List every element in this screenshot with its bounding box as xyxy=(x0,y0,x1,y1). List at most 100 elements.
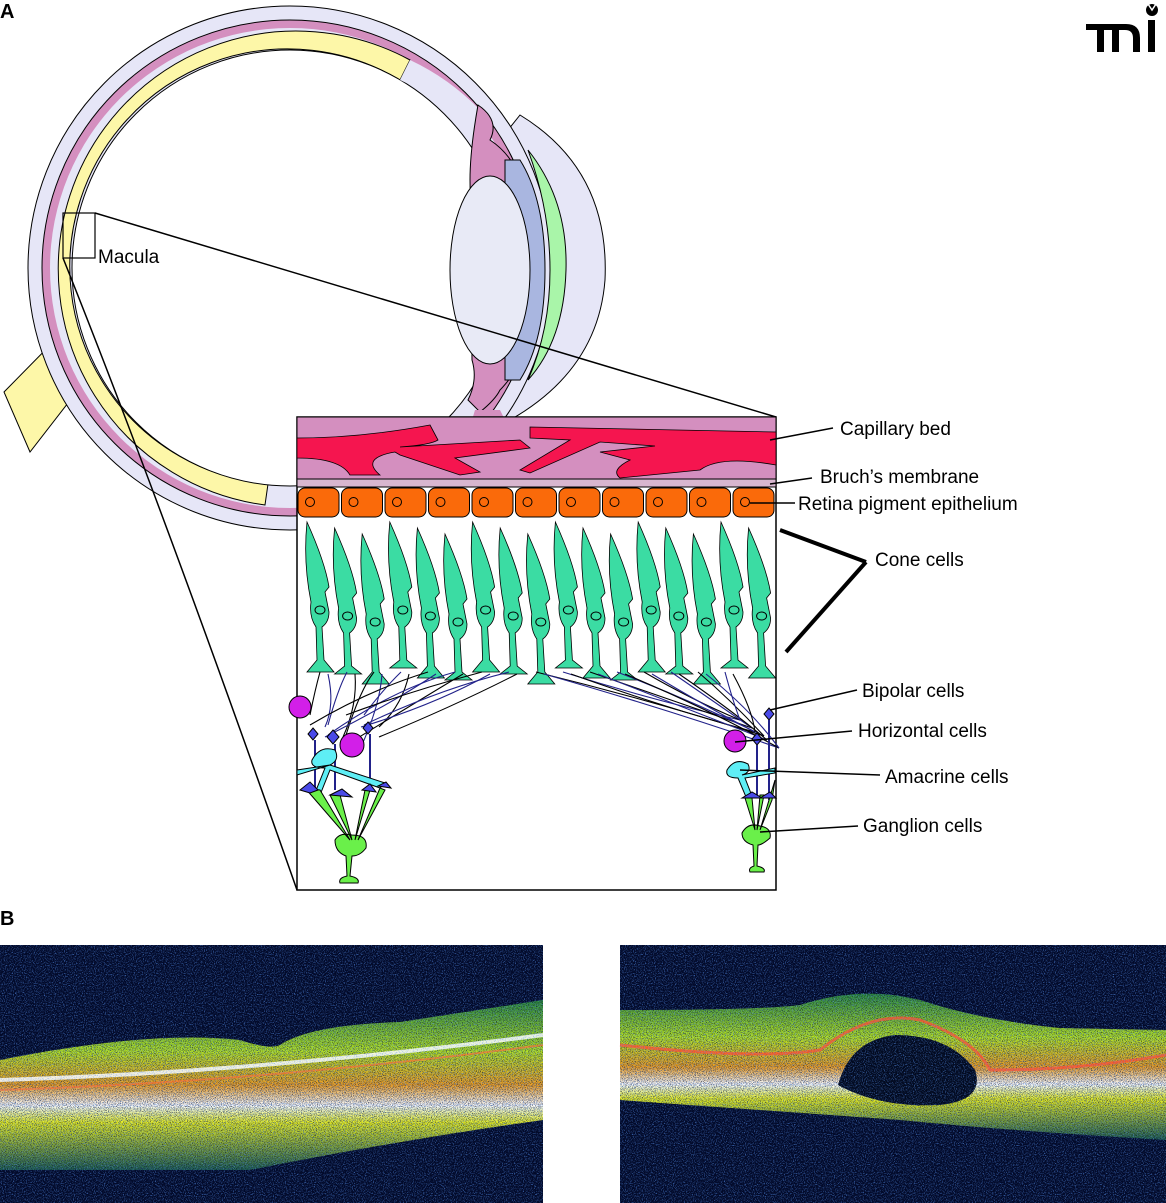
macula-label: Macula xyxy=(98,247,160,268)
rpe-cell xyxy=(558,487,601,518)
panel-label-b: B xyxy=(0,908,14,930)
cone-cell xyxy=(332,526,363,675)
cone-nucleus xyxy=(618,617,630,627)
neural-fiber xyxy=(724,671,741,721)
rpe-nucleus xyxy=(609,497,620,507)
rpe-nucleus xyxy=(305,497,315,507)
rpe-cell xyxy=(602,487,644,518)
neural-connections xyxy=(309,671,780,749)
neural-fiber xyxy=(705,673,780,749)
cone-cell xyxy=(415,526,446,679)
cone-cell xyxy=(719,520,750,669)
cone-nucleus xyxy=(507,611,519,621)
cone-cell xyxy=(746,526,777,679)
neural-fiber xyxy=(670,671,753,729)
cone-nucleus xyxy=(535,617,547,627)
neural-fiber xyxy=(360,673,383,748)
neural-fiber xyxy=(651,673,756,733)
rpe-cell xyxy=(428,487,470,518)
label-capillary-bed: Capillary bed xyxy=(840,419,951,440)
oct-scan-lesion xyxy=(619,945,1166,1203)
neural-fiber xyxy=(327,671,456,736)
neural-fiber xyxy=(543,673,780,749)
cone-cell xyxy=(388,520,418,669)
neural-fiber xyxy=(309,671,321,716)
cone-cell xyxy=(470,520,501,673)
cone-nucleus xyxy=(645,605,657,615)
cone-cell xyxy=(608,532,639,681)
rpe-nucleus xyxy=(348,497,359,507)
neural-fiber xyxy=(378,673,518,738)
cone-cell xyxy=(636,520,667,673)
label-amacrine-cells: Amacrine cells xyxy=(885,767,1009,788)
rpe-nucleus xyxy=(522,497,533,507)
label-rpe: Retina pigment epithelium xyxy=(798,494,1018,515)
cone-nucleus xyxy=(397,605,409,615)
bruchs-membrane-layer xyxy=(296,478,777,488)
ganglion-cell xyxy=(741,779,776,873)
retina-layer xyxy=(57,30,411,506)
cone-nucleus xyxy=(756,611,768,621)
rpe-nucleus xyxy=(696,497,707,507)
rpe-nucleus xyxy=(566,497,576,507)
neural-fiber xyxy=(363,671,510,726)
neural-fiber xyxy=(342,673,356,738)
lens xyxy=(449,175,531,365)
neural-fiber xyxy=(570,673,756,733)
rpe-nucleus xyxy=(479,497,489,507)
cone-nucleus xyxy=(700,617,712,627)
rpe-nucleus xyxy=(435,497,446,507)
cone-cells xyxy=(305,520,777,685)
neural-fiber xyxy=(345,671,483,716)
rpe-cell xyxy=(341,487,383,518)
cone-nucleus xyxy=(480,605,492,615)
cone-nucleus xyxy=(728,605,740,615)
label-bipolar-cells: Bipolar cells xyxy=(862,681,964,702)
cone-nucleus xyxy=(590,611,602,621)
label-bruchs-membrane: Bruch’s membrane xyxy=(820,467,979,488)
rpe-cell xyxy=(689,487,731,518)
panel-label-a: A xyxy=(0,1,14,23)
aqueous xyxy=(527,149,567,381)
amacrine-cell xyxy=(726,761,776,798)
cone-nucleus xyxy=(369,617,381,627)
cone-cell xyxy=(498,526,529,675)
rpe-cell xyxy=(471,487,514,518)
cone-cell xyxy=(691,532,722,685)
retina-detail xyxy=(288,416,780,891)
cone-nucleus xyxy=(452,617,464,627)
neural-fiber xyxy=(363,671,402,716)
left-cell-cluster xyxy=(288,695,393,884)
logo xyxy=(1086,3,1158,52)
label-horizontal-cells: Horizontal cells xyxy=(858,721,987,742)
rpe-cell xyxy=(645,487,688,518)
amacrine-cell xyxy=(296,748,386,796)
rpe-cell xyxy=(384,487,427,518)
cone-nucleus xyxy=(424,611,436,621)
ganglion-cell xyxy=(303,787,386,884)
cone-cell xyxy=(553,520,584,669)
label-cone-cells: Cone cells xyxy=(875,550,964,571)
capillaries xyxy=(296,424,777,479)
rpe-nucleus xyxy=(740,497,750,507)
rpe-cell xyxy=(515,487,557,518)
neural-fiber xyxy=(732,673,756,733)
cone-nucleus xyxy=(562,605,574,615)
horizontal-cell xyxy=(339,732,365,758)
cone-cell xyxy=(305,520,335,673)
neural-fiber xyxy=(345,671,375,736)
cone-cell xyxy=(526,532,556,685)
cone-nucleus xyxy=(314,605,326,615)
neural-fiber xyxy=(309,671,429,726)
rpe-cells xyxy=(297,487,775,518)
oct-scan-normal xyxy=(0,945,544,1203)
cone-cell xyxy=(581,526,611,679)
neural-fiber xyxy=(597,673,768,741)
neural-fiber xyxy=(697,671,765,737)
macula-box xyxy=(62,212,96,259)
rpe-nucleus xyxy=(653,497,663,507)
bipolar-cell xyxy=(307,721,374,745)
label-ganglion-cells: Ganglion cells xyxy=(863,816,982,837)
rpe-nucleus xyxy=(392,497,402,507)
